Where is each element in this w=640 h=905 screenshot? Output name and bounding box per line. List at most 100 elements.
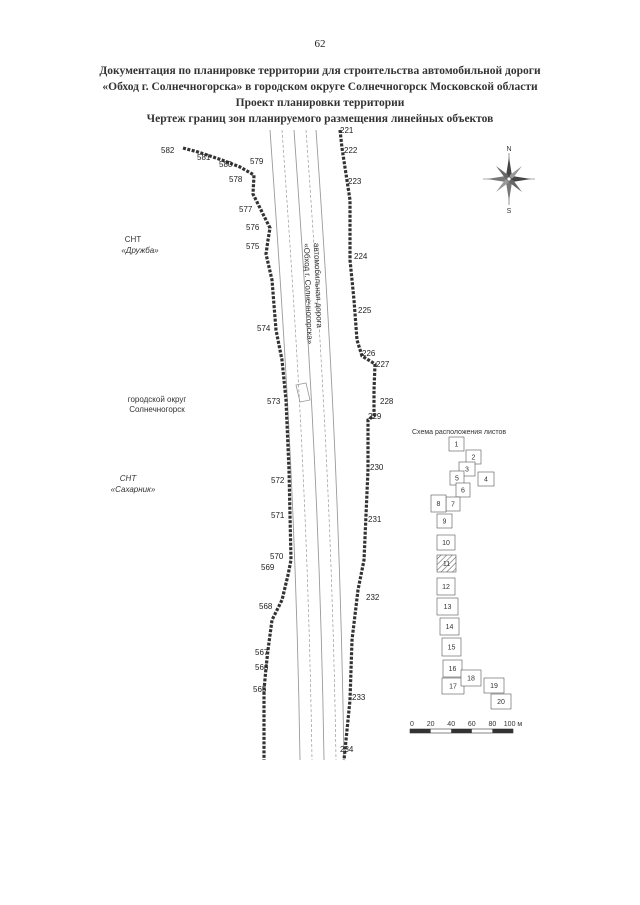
point-label: 226 xyxy=(362,349,376,358)
sheet-box-label: 19 xyxy=(490,683,498,690)
sheet-box xyxy=(490,693,512,710)
point-label: 222 xyxy=(344,146,358,155)
road-name-line-2: «Обход г. Солнечногорска» xyxy=(302,243,315,345)
sheet-box xyxy=(460,669,482,687)
sheet-scheme-title: Схема расположения листов xyxy=(412,429,506,436)
point-label: 568 xyxy=(259,602,273,611)
point-label: 565 xyxy=(253,685,267,694)
sheet-box-label: 13 xyxy=(444,604,452,611)
sheet-box xyxy=(477,471,495,487)
point-label: 570 xyxy=(270,552,284,561)
sheet-box-label: 17 xyxy=(449,684,457,691)
snt-druzhba-label-1: СНТ xyxy=(125,235,142,244)
okrug-label-2: Солнечногорск xyxy=(129,405,185,414)
sheet-box-label: 2 xyxy=(472,455,476,462)
sheet-box-label: 18 xyxy=(467,676,475,683)
point-label: 224 xyxy=(354,252,368,261)
scale-tick-label: 40 xyxy=(447,721,455,728)
point-label: 572 xyxy=(271,476,285,485)
point-label: 581 xyxy=(197,153,211,162)
snt-sakharnik-label-2: «Сахарник» xyxy=(111,485,156,494)
compass-rose-icon: N S xyxy=(483,146,535,215)
scale-tick-label: 80 xyxy=(489,721,497,728)
scale-tick-label: 60 xyxy=(468,721,476,728)
sheet-box-label: 16 xyxy=(449,666,457,673)
title-line-2: «Обход г. Солнечногорска» в городском ок… xyxy=(102,81,538,93)
point-label: 571 xyxy=(271,511,285,520)
point-label: 221 xyxy=(340,126,354,135)
sheet-box-label: 5 xyxy=(455,476,459,483)
sheet-box xyxy=(436,554,457,573)
sheet-box xyxy=(436,597,459,616)
compass-north-label: N xyxy=(506,146,511,153)
scale-segment xyxy=(451,729,472,733)
sheet-box xyxy=(439,617,460,636)
sheet-box-label: 10 xyxy=(442,540,450,547)
scale-bar: 0 20 40 60 80 100 м xyxy=(409,721,523,734)
point-label: 573 xyxy=(267,397,281,406)
left-point-labels: 582 581 580 579 578 577 576 575 574 573 … xyxy=(161,146,285,694)
point-label: 233 xyxy=(352,693,366,702)
scale-tick-label: 0 xyxy=(410,721,414,728)
compass-south-label: S xyxy=(507,208,512,215)
point-label: 228 xyxy=(380,397,394,406)
sheet-box-label: 1 xyxy=(455,442,459,449)
scale-segment xyxy=(410,729,431,733)
right-point-labels: 221 222 223 224 225 226 227 228 229 230 … xyxy=(340,126,394,754)
sheet-box-label: 15 xyxy=(448,645,456,652)
point-label: 576 xyxy=(246,223,260,232)
point-label: 578 xyxy=(229,175,243,184)
title-line-4: Чертеж границ зон планируемого размещени… xyxy=(146,113,494,125)
sheet-box xyxy=(455,482,471,498)
road-lines xyxy=(269,129,345,761)
sheet-box xyxy=(430,494,447,513)
sheet-layout-scheme: Схема расположения листов 12345678910111… xyxy=(412,429,512,710)
road-name-line-1: автомобильная дорога xyxy=(312,243,324,329)
sheet-box xyxy=(436,577,456,596)
scale-tick-label: 20 xyxy=(427,721,435,728)
point-label: 579 xyxy=(250,157,264,166)
point-label: 580 xyxy=(219,160,233,169)
okrug-label-1: городской округ xyxy=(128,395,187,404)
scale-segment xyxy=(492,729,513,733)
title-line-3: Проект планировки территории xyxy=(235,97,405,109)
sheet-box-label: 3 xyxy=(465,467,469,474)
sheet-box-label: 9 xyxy=(443,519,447,526)
sheet-box-label: 14 xyxy=(446,624,454,631)
sheet-box-label: 20 xyxy=(497,699,505,706)
point-label: 582 xyxy=(161,146,175,155)
point-label: 234 xyxy=(340,745,354,754)
sheet-box-label: 8 xyxy=(437,501,441,508)
sheet-box xyxy=(483,677,505,694)
page-number: 62 xyxy=(314,38,326,50)
point-label: 229 xyxy=(368,412,382,421)
sheet-box xyxy=(441,637,462,657)
snt-sakharnik-label-1: СНТ xyxy=(120,474,138,483)
point-label: 569 xyxy=(261,563,275,572)
point-label: 567 xyxy=(255,648,269,657)
point-label: 230 xyxy=(370,463,384,472)
point-label: 231 xyxy=(368,515,382,524)
sheet-box xyxy=(436,534,456,551)
sheet-box-label: 12 xyxy=(442,584,450,591)
road-name-label: автомобильная дорога «Обход г. Солнечног… xyxy=(302,243,324,345)
scale-tick-label: 100 м xyxy=(504,721,523,728)
snt-druzhba-label-2: «Дружба» xyxy=(121,246,159,255)
point-label: 232 xyxy=(366,593,380,602)
zone-boundary xyxy=(182,129,377,761)
point-label: 227 xyxy=(376,360,390,369)
sheet-box-label: 11 xyxy=(443,561,450,568)
sheet-box xyxy=(448,436,465,452)
sheet-box-label: 7 xyxy=(451,502,455,509)
sheet-box xyxy=(442,659,463,678)
point-label: 566 xyxy=(255,663,269,672)
point-label: 577 xyxy=(239,205,253,214)
sheet-box-label: 4 xyxy=(484,477,488,484)
point-label: 574 xyxy=(257,324,271,333)
point-label: 225 xyxy=(358,306,372,315)
sheet-box-label: 6 xyxy=(461,488,465,495)
point-label: 223 xyxy=(348,177,362,186)
sheet-box xyxy=(436,513,453,529)
